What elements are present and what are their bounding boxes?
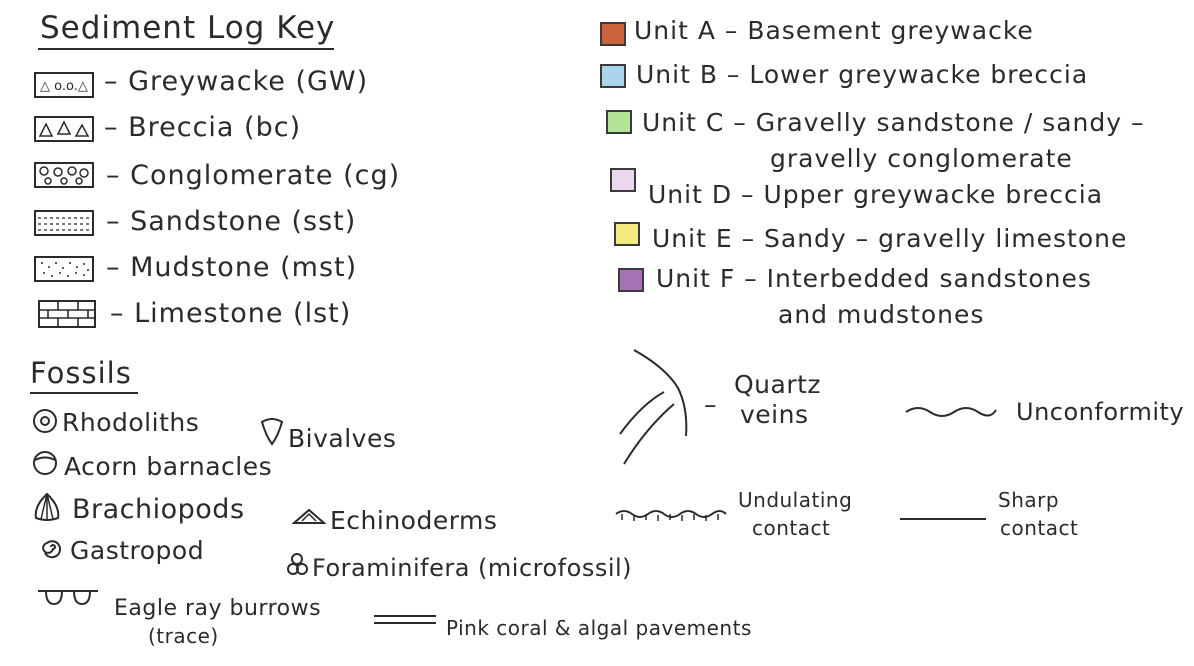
lith-label-greywacke: – Greywacke (GW): [104, 66, 368, 97]
unit-d-label: Unit D – Upper greywacke breccia: [648, 180, 1104, 209]
lith-text: Sandstone (sst): [130, 206, 357, 237]
lith-text: Limestone (lst): [134, 298, 352, 329]
foraminifera-label: Foraminifera (microfossil): [312, 554, 633, 582]
sharp-label-1: Sharp: [998, 488, 1060, 512]
unit-e-swatch: [614, 222, 640, 246]
quartz-veins-dash: –: [704, 390, 717, 419]
lith-text: Breccia (bc): [128, 112, 302, 143]
limestone-pattern-icon: [38, 300, 96, 328]
lith-text: Mudstone (mst): [130, 252, 358, 283]
lith-text: Conglomerate (cg): [130, 160, 401, 191]
sharp-contact-icon: [900, 518, 986, 520]
undulating-label-2: contact: [752, 516, 831, 540]
dash: –: [106, 206, 121, 237]
dash: –: [104, 66, 119, 97]
unit-f-label: Unit F – Interbedded sandstones: [656, 264, 1092, 293]
fossils-underline: [30, 392, 138, 394]
unit-b-label: Unit B – Lower greywacke breccia: [636, 60, 1089, 89]
rhodoliths-label: Rhodoliths: [62, 408, 200, 437]
unconformity-icon: [905, 407, 997, 417]
sharp-label-2: contact: [1000, 516, 1079, 540]
foraminifera-icon: [287, 553, 308, 575]
dash: –: [106, 252, 121, 283]
eagle-ray-sub-label: (trace): [148, 624, 219, 648]
unconformity-label: Unconformity: [1016, 398, 1185, 426]
unit-d-swatch: [610, 168, 636, 192]
gastropod-label: Gastropod: [70, 536, 205, 565]
echinoderm-icon: [291, 508, 327, 524]
undulating-label-1: Undulating: [738, 488, 853, 512]
bivalves-label: Bivalves: [288, 424, 397, 453]
acorn-barnacle-icon: [33, 451, 57, 475]
fossils-heading: Fossils: [30, 356, 132, 390]
greywacke-pattern-icon: △ o.o.△: [34, 72, 94, 98]
quartz-veins-label-1: Quartz: [734, 370, 822, 399]
brachiopods-label: Brachiopods: [72, 494, 245, 525]
acorn-barnacles-label: Acorn barnacles: [64, 452, 273, 481]
lith-text: Greywacke (GW): [128, 66, 369, 97]
unit-a-label: Unit A – Basement greywacke: [634, 16, 1034, 45]
lith-label-limestone: – Limestone (lst): [110, 298, 351, 329]
title-underline: [38, 48, 334, 50]
quartz-veins-label-2: veins: [740, 400, 809, 429]
unit-f-label-line2: and mudstones: [778, 300, 985, 329]
eagle-ray-label: Eagle ray burrows: [114, 596, 322, 621]
unit-e-label: Unit E – Sandy – gravelly limestone: [652, 224, 1128, 253]
breccia-pattern-icon: [34, 116, 94, 142]
dash: –: [104, 112, 119, 143]
pink-coral-icon: [374, 615, 436, 624]
unit-f-swatch: [618, 268, 644, 292]
gastropod-icon: [42, 540, 62, 559]
lith-label-sandstone: – Sandstone (sst): [106, 206, 356, 237]
eagle-ray-burrow-icon: [38, 590, 98, 606]
svg-text:△ o.o.△: △ o.o.△: [40, 79, 88, 94]
conglomerate-pattern-icon: [34, 162, 94, 188]
dash: –: [106, 160, 121, 191]
unit-c-swatch: [606, 110, 632, 134]
unit-a-swatch: [600, 22, 626, 46]
pink-coral-label: Pink coral & algal pavements: [446, 616, 752, 640]
rhodolith-icon: [33, 409, 57, 433]
bivalve-icon: [260, 418, 284, 446]
echinoderms-label: Echinoderms: [330, 506, 498, 535]
brachiopod-icon: [34, 492, 60, 521]
unit-c-label: Unit C – Gravelly sandstone / sandy –: [642, 108, 1145, 137]
mudstone-pattern-icon: [34, 256, 94, 282]
lith-label-mudstone: – Mudstone (mst): [106, 252, 357, 283]
key-title: Sediment Log Key: [40, 10, 336, 46]
lith-label-breccia: – Breccia (bc): [104, 112, 301, 143]
unit-b-swatch: [600, 64, 626, 88]
undulating-contact-icon: [615, 510, 727, 521]
dash: –: [110, 298, 125, 329]
lith-label-conglomerate: – Conglomerate (cg): [106, 160, 400, 191]
quartz-veins-icon: [619, 349, 688, 465]
sandstone-pattern-icon: [34, 210, 94, 236]
unit-c-label-line2: gravelly conglomerate: [770, 144, 1073, 173]
